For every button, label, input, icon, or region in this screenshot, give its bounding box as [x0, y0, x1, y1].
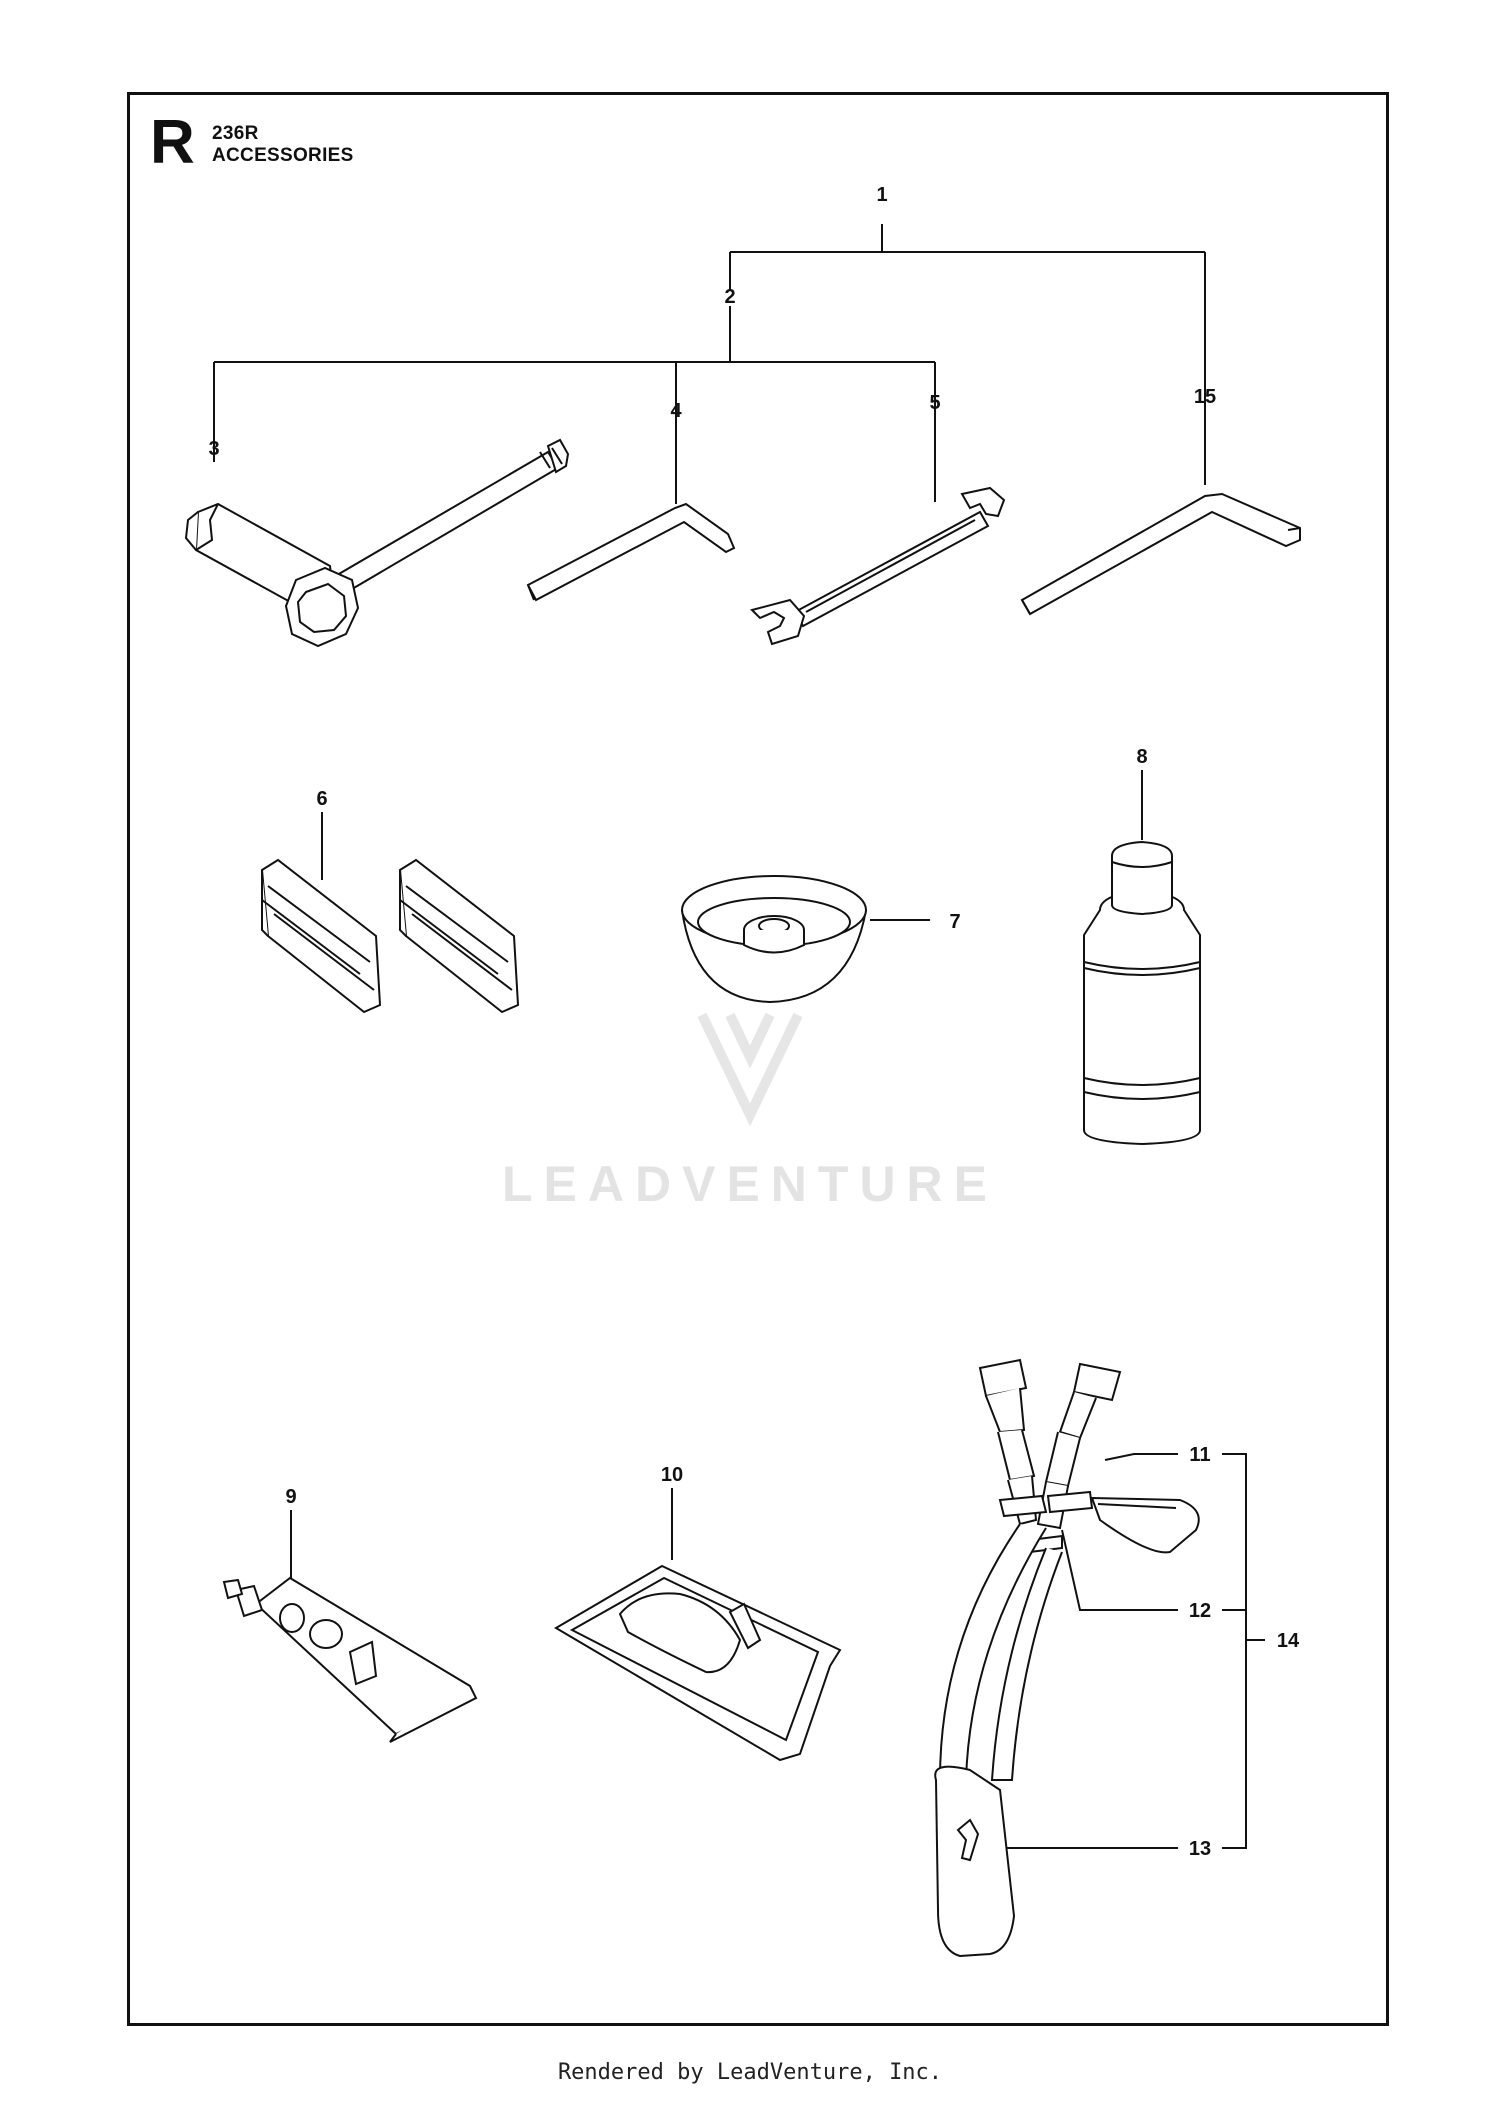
- callout-9: 9: [285, 1486, 296, 1508]
- callout-15: 15: [1194, 386, 1216, 408]
- callout-2: 2: [724, 286, 735, 308]
- diagram-title: ACCESSORIES: [212, 145, 354, 166]
- callout-12: 12: [1189, 1600, 1211, 1622]
- part-grease-tube: [222, 1576, 478, 1743]
- part-combination-wrench: [184, 438, 570, 648]
- part-guard-cup: [681, 875, 867, 1004]
- callout-14: 14: [1277, 1630, 1300, 1652]
- model-number: 236R: [212, 123, 259, 144]
- watermark-text: LEADVENTURE: [501, 1156, 999, 1212]
- callout-10: 10: [661, 1464, 683, 1486]
- footer-credit: Rendered by LeadVenture, Inc.: [557, 2060, 943, 2085]
- part-oil-bottle: [1083, 840, 1201, 1146]
- part-harness-bag: [554, 1564, 842, 1762]
- callout-8: 8: [1136, 746, 1147, 768]
- callout-11: 11: [1189, 1444, 1210, 1466]
- callout-6: 6: [316, 788, 327, 810]
- callout-3: 3: [208, 438, 219, 460]
- callout-7: 7: [949, 911, 960, 933]
- callout-5: 5: [929, 392, 940, 414]
- callout-4: 4: [670, 400, 682, 422]
- part-open-end-wrench: [750, 486, 1006, 646]
- part-guide-strips: [260, 858, 520, 1014]
- callout-1: 1: [876, 184, 887, 206]
- diagram-frame: [127, 92, 1389, 2026]
- watermark-logo: [697, 1012, 803, 1127]
- callout-13: 13: [1189, 1838, 1211, 1860]
- section-letter: R: [150, 108, 195, 177]
- part-shoulder-harness: [934, 1358, 1200, 1958]
- part-hex-key-large: [1020, 492, 1301, 616]
- part-hex-key-small: [526, 502, 736, 602]
